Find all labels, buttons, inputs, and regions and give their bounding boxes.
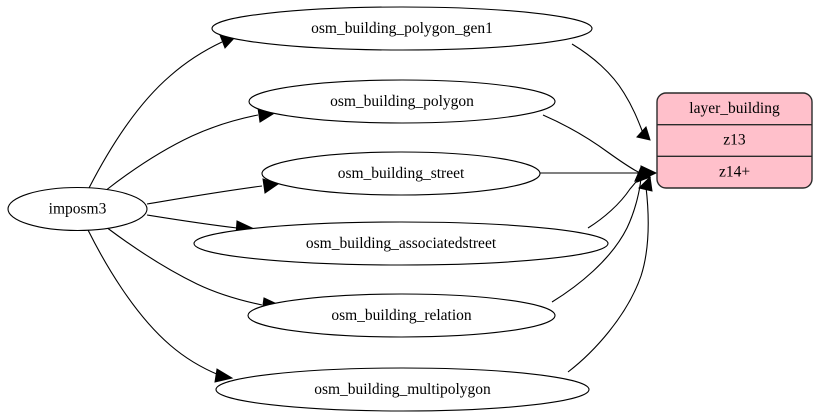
node-imposm3-label: imposm3 bbox=[49, 201, 107, 218]
node-osm_building_multipolygon-label: osm_building_multipolygon bbox=[314, 381, 491, 398]
node-layer_building-shape[interactable] bbox=[656, 92, 813, 189]
node-osm_building_relation[interactable]: osm_building_relation bbox=[247, 293, 556, 338]
edge-osm_building_multipolygon-to-layer-z14plus bbox=[567, 175, 653, 373]
edge-osm_building_polygon-to-layer-z14plus bbox=[542, 114, 652, 180]
node-osm_building_street-shape[interactable] bbox=[261, 151, 541, 196]
node-osm_building_polygon_gen1-shape[interactable] bbox=[211, 6, 593, 51]
node-osm_building_street-label: osm_building_street bbox=[338, 165, 465, 182]
record-row-title: layer_building bbox=[689, 100, 780, 117]
node-osm_building_polygon_gen1[interactable]: osm_building_polygon_gen1 bbox=[211, 6, 593, 51]
node-imposm3[interactable]: imposm3 bbox=[7, 186, 148, 232]
record-row-z13: z13 bbox=[723, 132, 746, 149]
edge-imposm3-to-osm_building_street bbox=[146, 178, 280, 205]
node-osm_building_polygon[interactable]: osm_building_polygon bbox=[248, 79, 556, 124]
edge-imposm3-to-osm_building_multipolygon bbox=[87, 229, 234, 383]
node-osm_building_associatedstreet-shape[interactable] bbox=[193, 221, 609, 266]
node-osm_building_multipolygon[interactable]: osm_building_multipolygon bbox=[215, 367, 590, 412]
node-osm_building_relation-label: osm_building_relation bbox=[331, 307, 472, 324]
record-row-z14plus: z14+ bbox=[719, 163, 750, 180]
node-imposm3-shape[interactable] bbox=[7, 186, 148, 232]
node-osm_building_multipolygon-shape[interactable] bbox=[215, 367, 590, 412]
node-osm_building_polygon-label: osm_building_polygon bbox=[330, 93, 474, 110]
node-osm_building_polygon-shape[interactable] bbox=[248, 79, 556, 124]
node-osm_building_associatedstreet[interactable]: osm_building_associatedstreet bbox=[193, 221, 609, 266]
edge-group-tables-to-layer bbox=[540, 43, 658, 373]
node-osm_building_associatedstreet-label: osm_building_associatedstreet bbox=[306, 235, 497, 252]
node-osm_building_polygon_gen1-label: osm_building_polygon_gen1 bbox=[311, 20, 493, 37]
node-osm_building_street[interactable]: osm_building_street bbox=[261, 151, 541, 196]
edge-imposm3-to-osm_building_polygon_gen1 bbox=[88, 34, 238, 189]
node-osm_building_relation-shape[interactable] bbox=[247, 293, 556, 338]
node-layer_building[interactable]: layer_building z13 z14+ bbox=[656, 92, 813, 189]
edge-osm_building_relation-to-layer-z14plus bbox=[551, 166, 649, 303]
edge-osm_building_polygon_gen1-to-layer-z13 bbox=[571, 43, 651, 141]
